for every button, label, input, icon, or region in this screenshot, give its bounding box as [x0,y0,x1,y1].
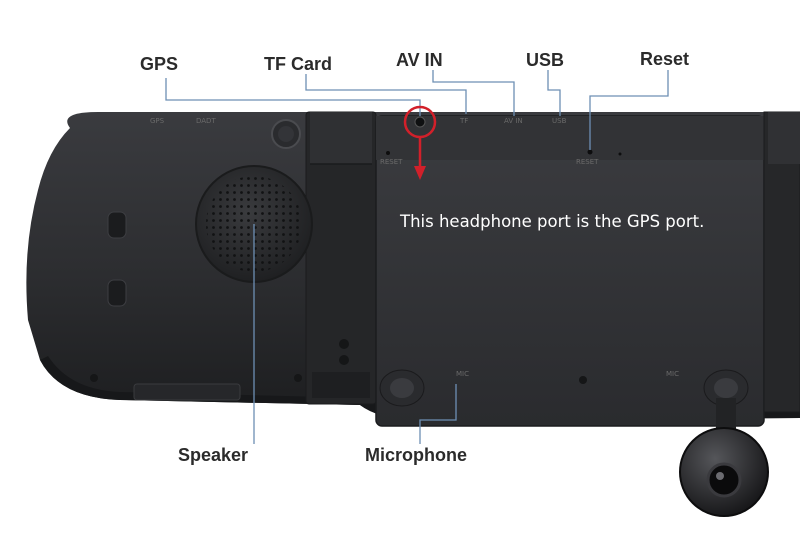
marking-reset: RESET [576,158,599,166]
callout-microphone: Microphone [365,445,467,465]
marking-tf: TF [459,117,468,125]
side-button-bottom [107,279,127,307]
gps-port [414,116,426,128]
camera-lens [706,462,742,498]
marking-mic-right: MIC [666,370,679,378]
marking-av-in: AV IN [504,117,523,125]
red-arrow-icon [414,166,426,180]
marking-usb: USB [552,117,567,125]
marking-reset-left: RESET [380,158,403,166]
gps-port-caption: This headphone port is the GPS port. [400,212,705,231]
callout-gps: GPS [140,54,179,74]
bottom-button-strip [133,383,241,401]
callout-tf-card: TF Card [264,54,333,74]
callout-usb: USB [526,50,565,70]
marking-dadt: DADT [196,117,216,125]
callout-av-in: AV IN [396,50,443,70]
callout-reset: Reset [640,49,690,69]
center-panel [375,115,765,427]
callout-speaker: Speaker [178,445,249,465]
marking-mic-left: MIC [456,370,469,378]
reset-hole [587,149,593,155]
side-button-top [107,211,127,239]
marking-gps: GPS [150,117,165,125]
